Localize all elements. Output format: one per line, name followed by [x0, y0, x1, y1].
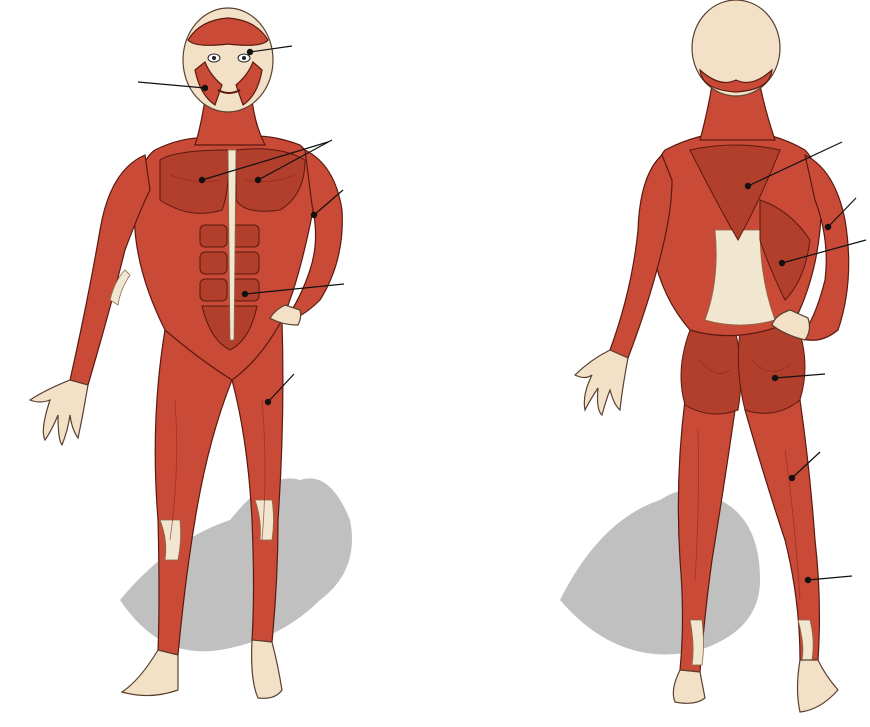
back-right-foot — [673, 670, 705, 703]
back-left-foot — [798, 660, 839, 712]
pectoralis-major-right — [160, 150, 228, 213]
front-right-arm — [70, 155, 150, 385]
gluteus-maximus-right — [681, 330, 741, 414]
back-figure-shadow — [560, 490, 760, 654]
front-left-foot — [252, 640, 282, 698]
front-figure-shadow — [120, 478, 352, 651]
front-right-foot — [122, 650, 178, 696]
back-right-hand — [575, 350, 628, 415]
front-right-hand — [30, 380, 88, 445]
